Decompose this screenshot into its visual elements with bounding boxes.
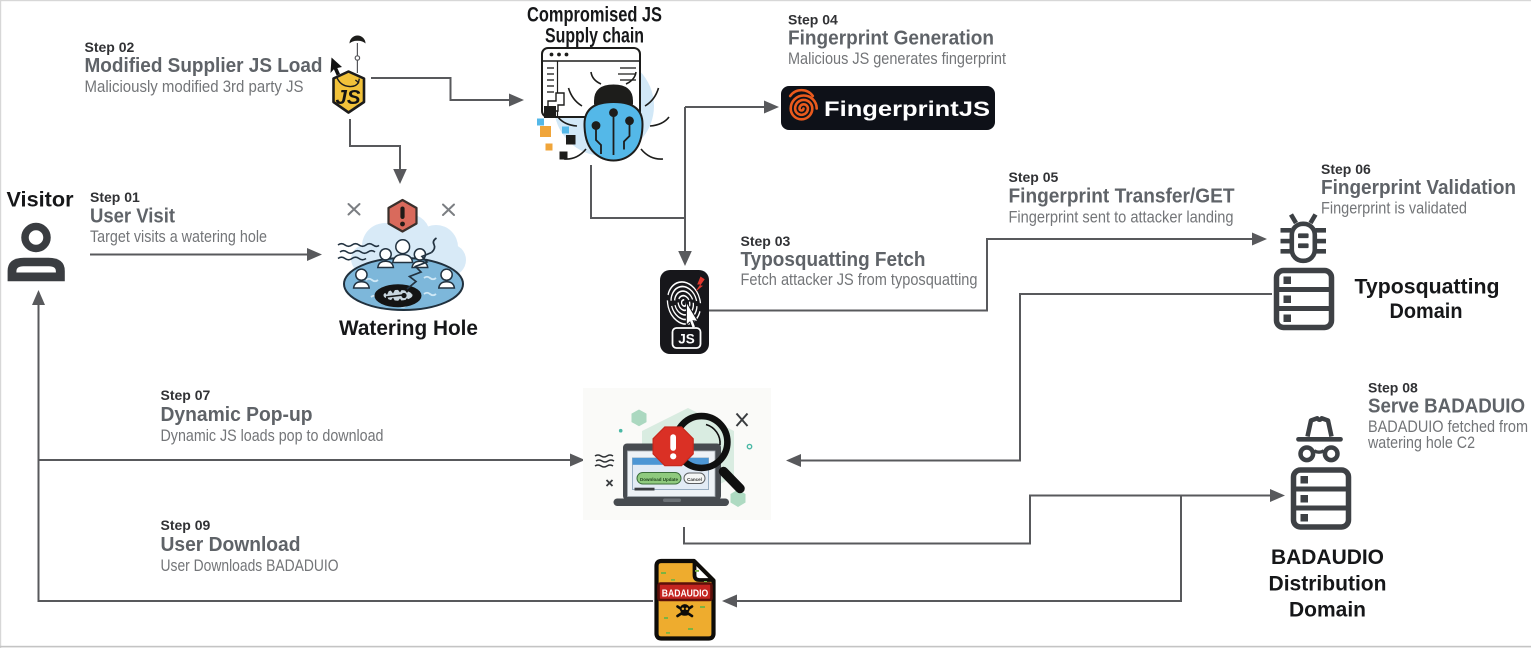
svg-text:Target visits a watering hole: Target visits a watering hole <box>90 228 267 246</box>
svg-text:Modified Supplier JS Load: Modified Supplier JS Load <box>85 55 323 77</box>
svg-text:JS: JS <box>336 87 362 109</box>
svg-text:Dynamic JS loads pop to downlo: Dynamic JS loads pop to download <box>161 427 384 445</box>
svg-text:Step 07: Step 07 <box>161 387 211 403</box>
svg-text:Maliciously modified 3rd party: Maliciously modified 3rd party JS <box>85 78 304 96</box>
svg-text:Fetch attacker JS from typosqu: Fetch attacker JS from typosquatting <box>741 271 978 289</box>
svg-text:Step 09: Step 09 <box>161 517 211 533</box>
svg-text:Malicious JS generates fingerp: Malicious JS generates fingerprint <box>788 50 1006 68</box>
svg-text:User Visit: User Visit <box>90 205 175 227</box>
svg-text:Step 06: Step 06 <box>1321 161 1371 177</box>
svg-text:Typosquatting: Typosquatting <box>1355 275 1500 299</box>
svg-text:Step 03: Step 03 <box>741 233 791 249</box>
svg-text:Cancel: Cancel <box>687 477 702 482</box>
svg-text:JS: JS <box>678 332 695 347</box>
svg-text:Step 05: Step 05 <box>1009 169 1059 185</box>
svg-text:Domain: Domain <box>1390 299 1463 323</box>
svg-text:Step 08: Step 08 <box>1368 379 1418 395</box>
svg-text:Fingerprint is validated: Fingerprint is validated <box>1321 200 1467 218</box>
svg-text:Watering Hole: Watering Hole <box>339 316 478 340</box>
svg-text:Download Update: Download Update <box>640 477 678 482</box>
svg-text:Supply chain: Supply chain <box>545 23 644 47</box>
svg-text:User Download: User Download <box>161 534 301 556</box>
svg-text:FingerprintJS: FingerprintJS <box>824 97 990 121</box>
svg-text:Fingerprint Transfer/GET: Fingerprint Transfer/GET <box>1009 186 1235 208</box>
svg-text:Fingerprint Generation: Fingerprint Generation <box>788 27 994 49</box>
svg-text:Step 04: Step 04 <box>788 11 838 27</box>
svg-text:Fingerprint Validation: Fingerprint Validation <box>1321 177 1516 199</box>
svg-text:User Downloads BADADUIO: User Downloads BADADUIO <box>161 557 339 575</box>
svg-text:Serve BADADUIO: Serve BADADUIO <box>1368 396 1525 418</box>
svg-text:Typosquatting Fetch: Typosquatting Fetch <box>741 249 926 271</box>
svg-text:Domain: Domain <box>1289 598 1366 622</box>
svg-text:Visitor: Visitor <box>7 187 75 211</box>
svg-text:BADAUDIO: BADAUDIO <box>662 587 709 599</box>
svg-text:Fingerprint sent to attacker l: Fingerprint sent to attacker landing <box>1009 209 1234 227</box>
svg-text:BADADUIO fetched from: BADADUIO fetched from <box>1368 418 1528 436</box>
svg-text:Distribution: Distribution <box>1269 571 1387 595</box>
svg-text:Step 02: Step 02 <box>85 39 135 55</box>
svg-text:watering hole C2: watering hole C2 <box>1367 434 1475 452</box>
svg-text:Dynamic Pop-up: Dynamic Pop-up <box>161 404 313 426</box>
svg-text:Step 01: Step 01 <box>90 189 140 205</box>
svg-text:Compromised JS: Compromised JS <box>527 3 662 27</box>
svg-text:BADAUDIO: BADAUDIO <box>1271 545 1384 569</box>
